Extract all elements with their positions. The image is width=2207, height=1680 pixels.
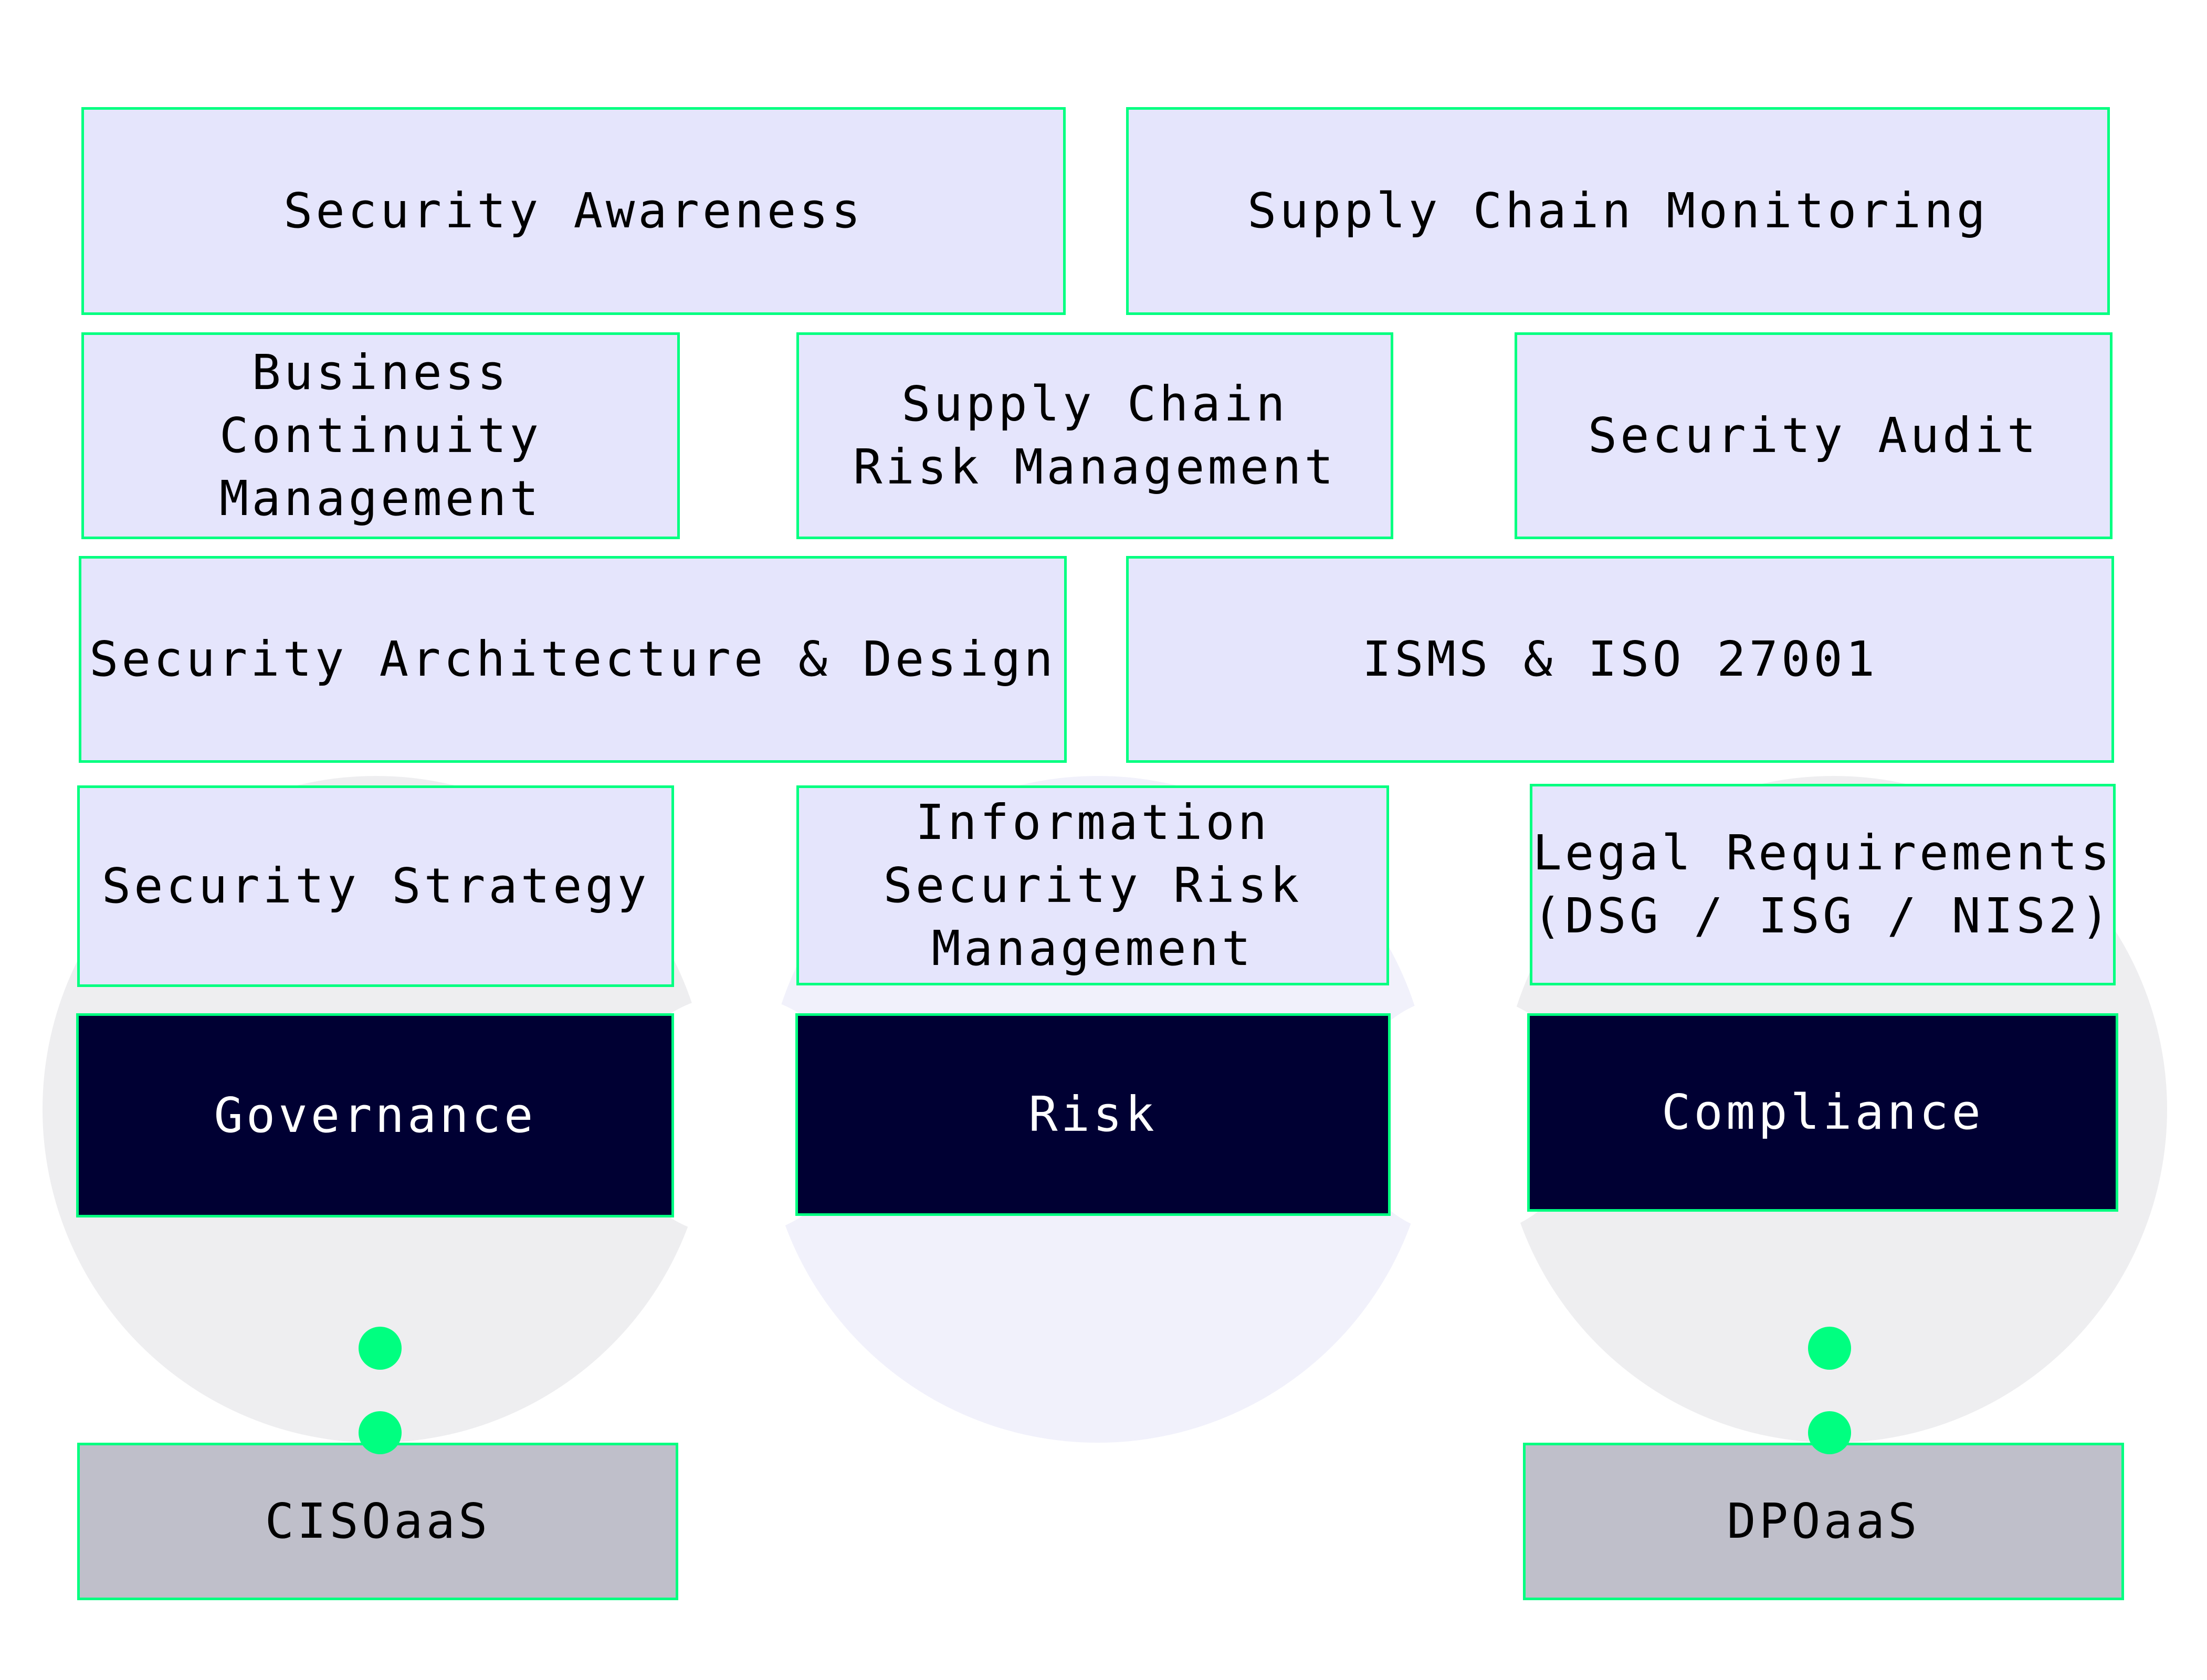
compliance-pillar: Compliance xyxy=(1527,1013,2118,1212)
risk-pillar: Risk xyxy=(795,1013,1391,1216)
cisoaas-box: CISOaaS xyxy=(77,1443,678,1600)
connector-dot xyxy=(1808,1411,1851,1454)
business-continuity-box: Business Continuity Management xyxy=(81,332,680,539)
connector-dot xyxy=(1808,1327,1851,1370)
isms-iso-box: ISMS & ISO 27001 xyxy=(1126,556,2114,763)
legal-requirements-box: Legal Requirements (DSG / ISG / NIS2) xyxy=(1530,784,2116,985)
supply-chain-risk-box: Supply Chain Risk Management xyxy=(796,332,1393,539)
security-architecture-box: Security Architecture & Design xyxy=(79,556,1067,763)
information-security-risk-box: Information Security Risk Management xyxy=(796,785,1389,985)
governance-pillar: Governance xyxy=(76,1013,674,1217)
security-strategy-box: Security Strategy xyxy=(77,785,674,987)
supply-chain-monitoring-box: Supply Chain Monitoring xyxy=(1126,107,2110,315)
dpoaas-box: DPOaaS xyxy=(1523,1443,2124,1600)
connector-dot xyxy=(359,1411,402,1454)
security-awareness-box: Security Awareness xyxy=(81,107,1066,315)
connector-dot xyxy=(359,1327,402,1370)
notch-right xyxy=(1344,995,1585,1236)
security-audit-box: Security Audit xyxy=(1515,332,2113,539)
